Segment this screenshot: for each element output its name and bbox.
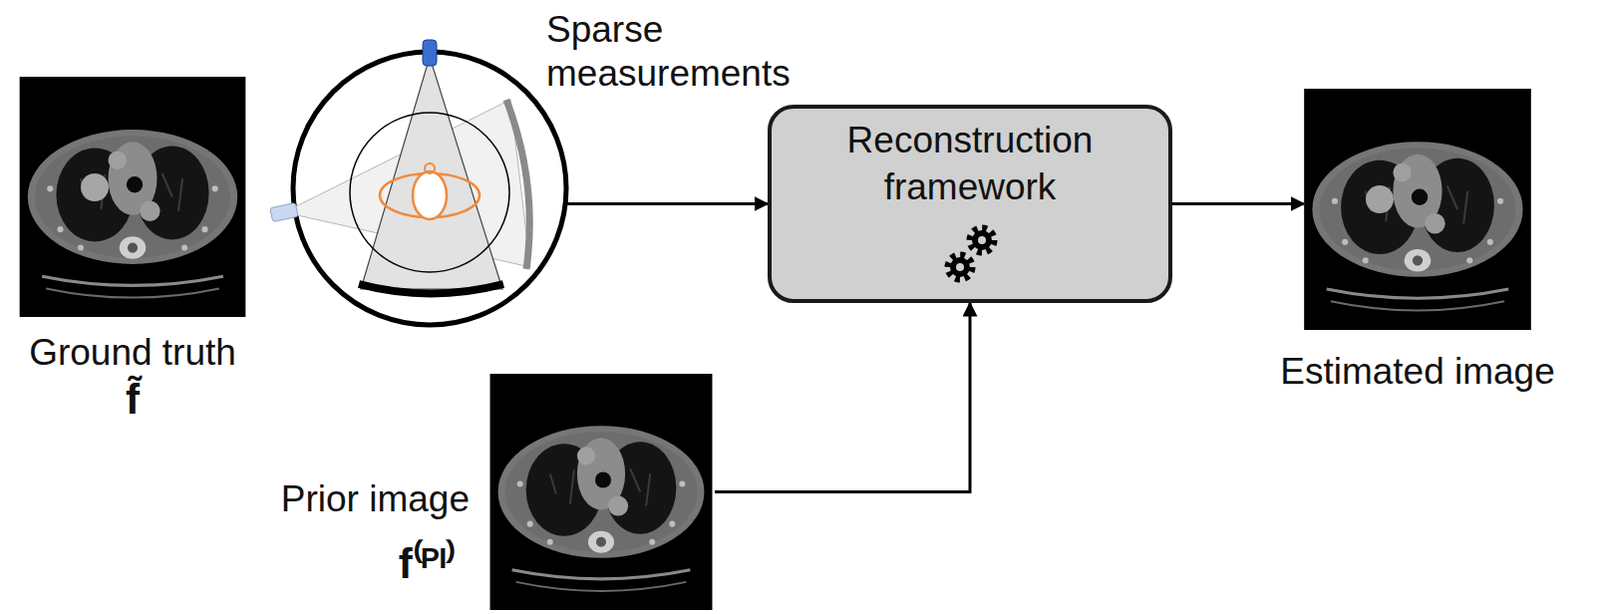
image-frame: Estimated image	[1303, 88, 1532, 330]
label-group: Estimated image	[1238, 349, 1598, 394]
arrow-connector	[566, 202, 768, 206]
ground-truth-ct	[19, 76, 247, 318]
label-text: f⁽ᴾᴵ⁾	[281, 539, 470, 590]
tumor	[80, 173, 109, 202]
label-text: Sparse measurements	[546, 7, 846, 96]
estimated-ct	[1303, 88, 1532, 330]
ct-scanner	[270, 39, 567, 325]
label-group: Prior image f⁽ᴾᴵ⁾	[281, 477, 470, 590]
arrow-connector	[1172, 202, 1304, 206]
label-text: Prior image	[281, 477, 470, 522]
image-frame: Prior imagef⁽ᴾᴵ⁾	[487, 373, 715, 611]
scanner-circle: Sparse measurements	[293, 51, 567, 325]
label-group: Ground truthf̃	[0, 330, 303, 425]
label-text: Ground truth	[0, 330, 303, 375]
arrow-connector	[714, 303, 970, 493]
label-text: f̃	[0, 374, 303, 425]
tumor	[1365, 185, 1394, 214]
image-frame: Ground truthf̃	[18, 76, 247, 318]
label-text: Estimated image	[1238, 349, 1598, 394]
prior-ct	[490, 373, 713, 611]
process-box: Reconstruction framework	[767, 104, 1173, 304]
label-text: Reconstruction framework	[820, 116, 1120, 211]
label-group: Sparse measurements	[546, 7, 846, 96]
